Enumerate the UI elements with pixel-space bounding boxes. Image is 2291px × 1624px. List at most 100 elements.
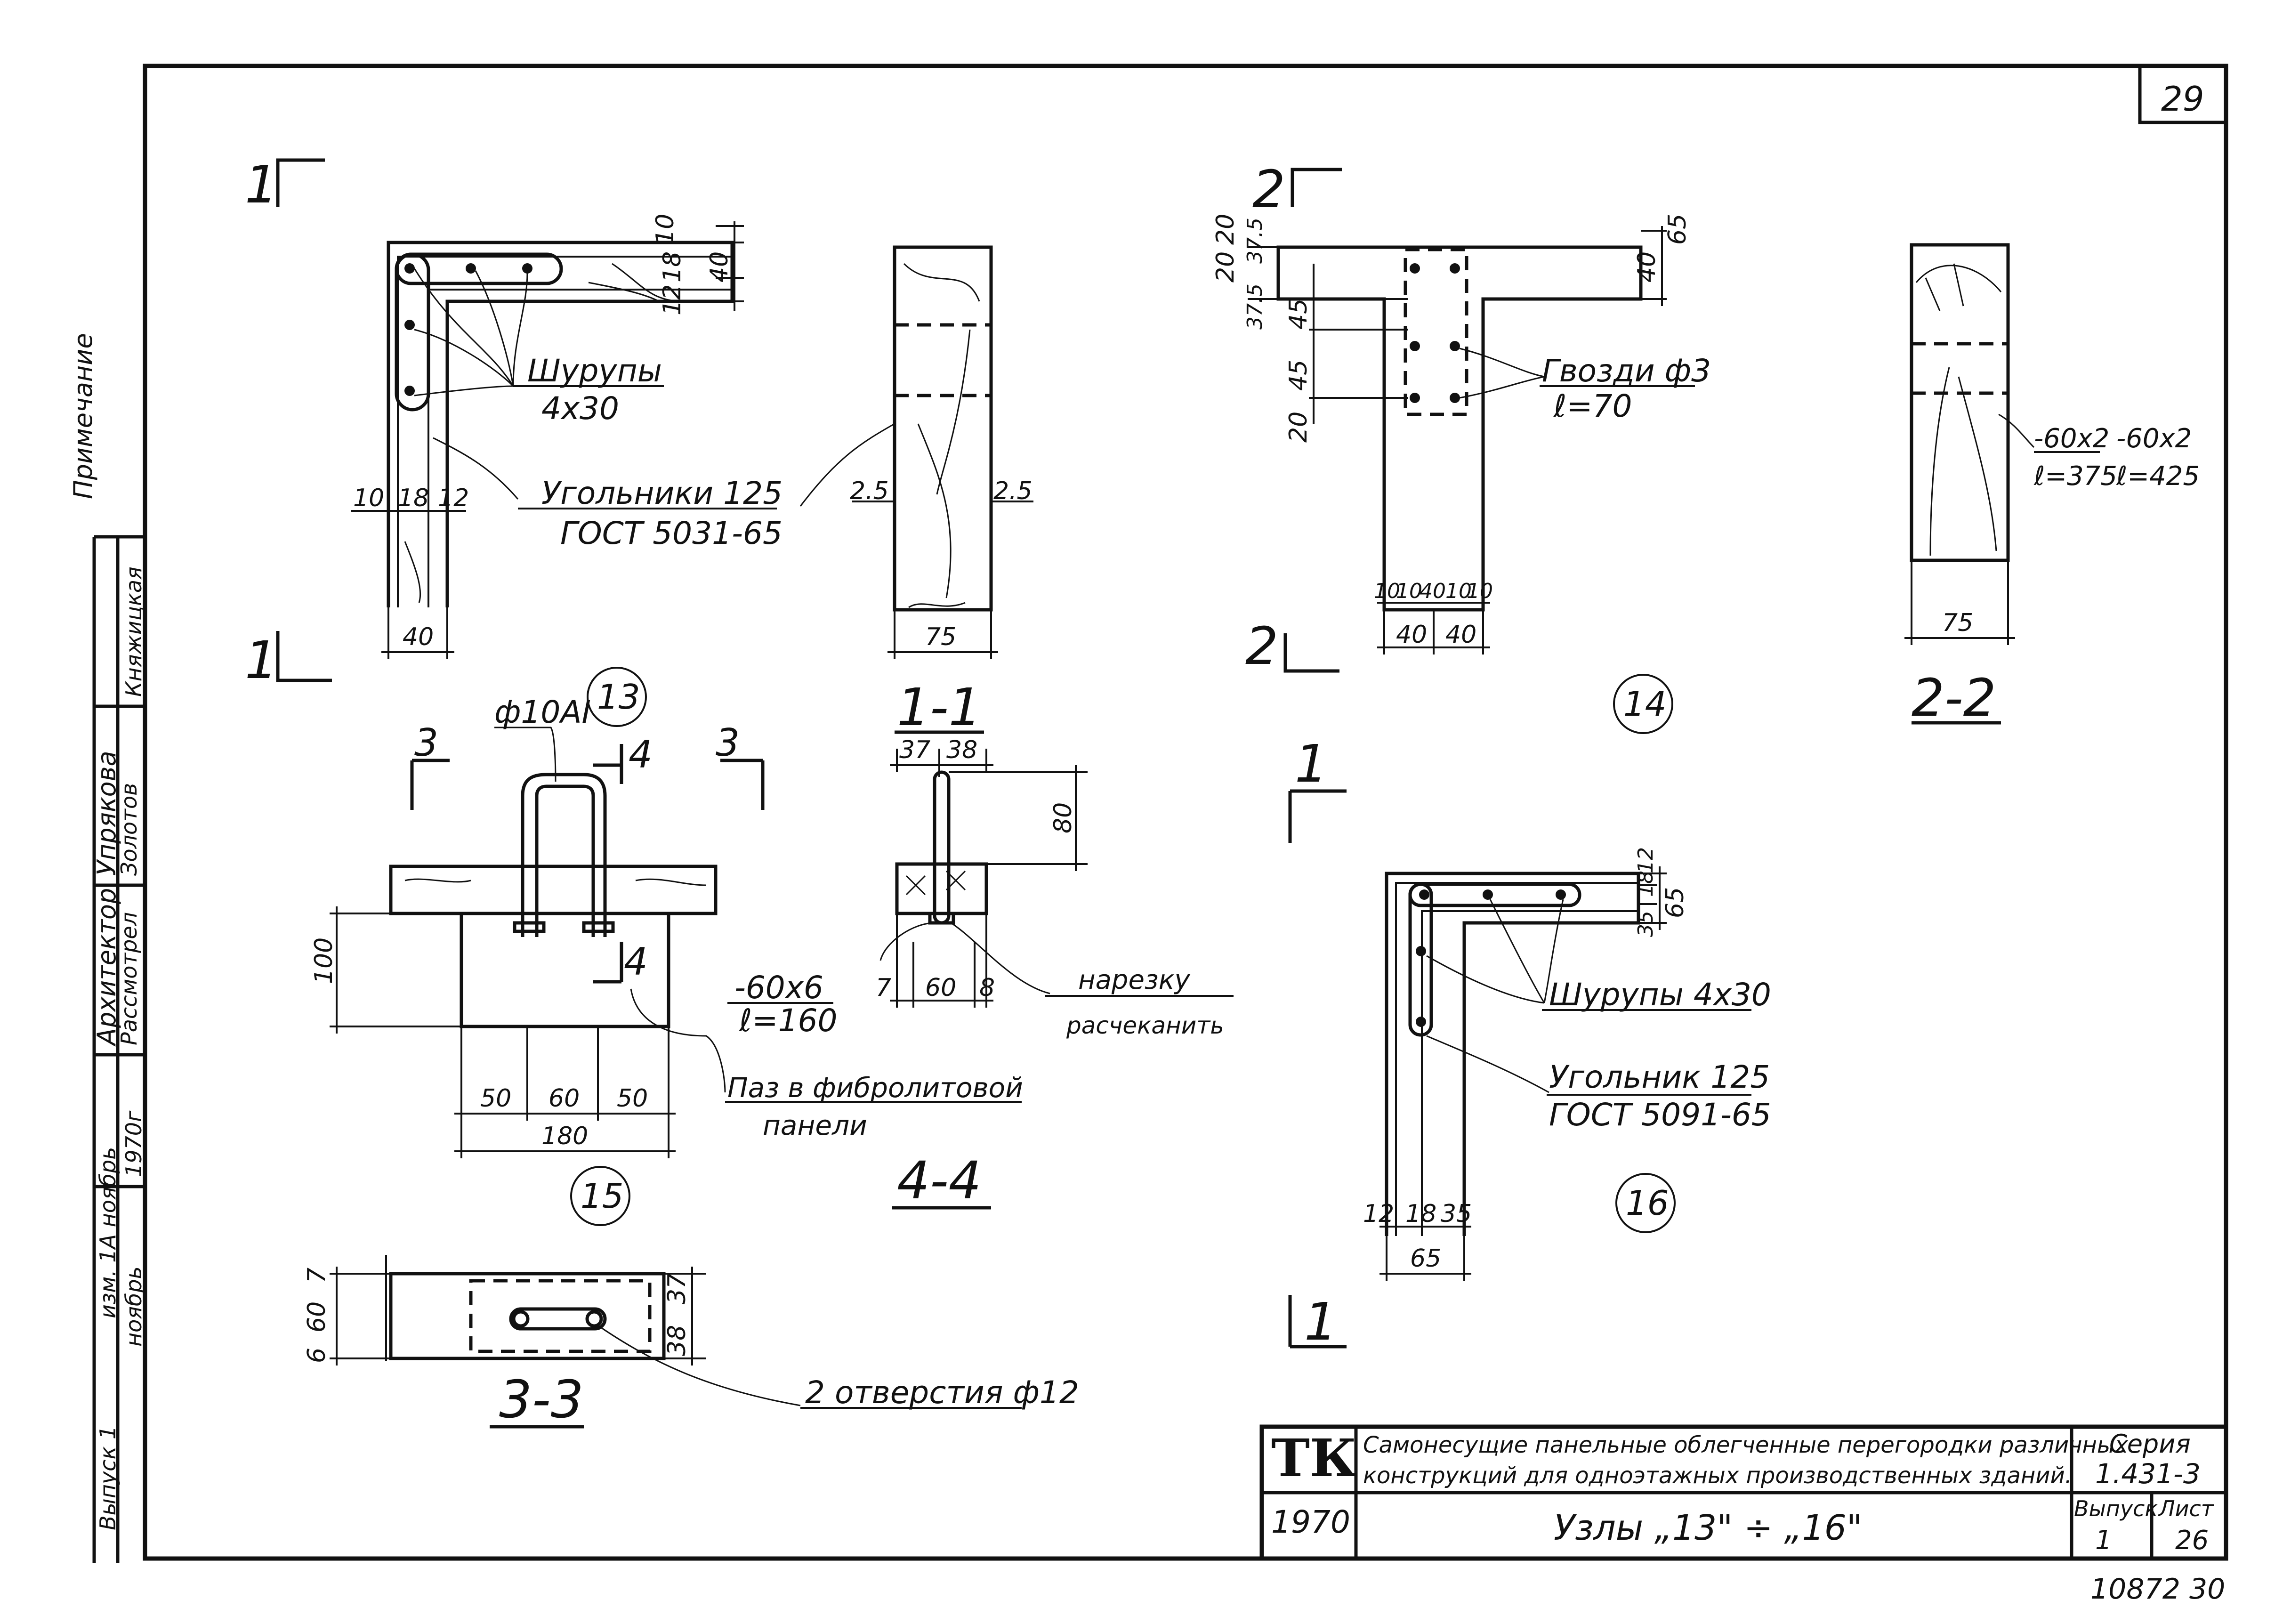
n13-dim-left-12: 12 [438, 484, 469, 512]
n16-angle-gost: ГОСТ 5091-65 [1549, 1097, 1771, 1133]
stamp-name-2: Рассмотрел [116, 912, 142, 1045]
n14-dim-right-65: 65 [1663, 214, 1692, 245]
left-margin-stamp: Примечание Архитектор Рассмотрел Провери… [68, 333, 146, 1563]
title-block: ТК Самонесущие панельные облегченные пер… [1259, 1424, 2228, 1561]
n15-number: 15 [581, 1176, 624, 1216]
n15-sec4-top: 4 [629, 733, 653, 776]
s44-dim-60: 60 [925, 974, 956, 1002]
n14-dim-left-1: 20 [1211, 251, 1240, 283]
n13-dim-top-10: 10 [651, 214, 679, 245]
stamp-name-6: Княжицкая [121, 566, 146, 697]
n14-number: 14 [1623, 684, 1667, 724]
stamp-issue: Выпуск 1 [95, 1426, 121, 1530]
n16-dim-b35: 35 [1441, 1200, 1472, 1228]
n13-section-mark-top: 1 [245, 154, 278, 215]
n14-nails: Гвозди ф3 [1542, 353, 1711, 389]
n14-dim-b7: 40 [1445, 621, 1476, 649]
stamp-name-5: Золотов [116, 783, 142, 876]
tb-issue-value: 1 [2095, 1525, 2112, 1556]
n13-angles: Угольники 125 [541, 475, 782, 511]
s44-thread: нарезку [1078, 965, 1191, 995]
node-15: 3 3 4 ф10AI 4 100 50 60 50 180 -60x6 ℓ=1… [310, 694, 1023, 1226]
n15-dim-50b: 50 [617, 1084, 648, 1113]
sheet-frame [143, 64, 2228, 1561]
n14-dim-b3: 40 [1420, 579, 1446, 603]
n13-angles-gost: ГОСТ 5031-65 [560, 515, 782, 551]
n13-dim-bottom-40: 40 [403, 623, 434, 651]
s11-dim-right: 2.5 [993, 477, 1033, 505]
s33-label: 3-3 [499, 1369, 584, 1430]
s22-strip1: -60x2 [2034, 423, 2109, 454]
n14-dim-left-7: 20 [1284, 412, 1313, 443]
n15-groove: Паз в фибролитовой [727, 1072, 1023, 1104]
s11-dim-left: 2.5 [850, 477, 889, 505]
stamp-name-1: Архитектор [92, 888, 121, 1047]
n16-screws: Шурупы 4x30 [1549, 977, 1771, 1013]
node-13: 1 1 10 18 12 40 Шурупы 4x30 Угольники 12… [245, 154, 782, 727]
s44-dim-7: 7 [876, 974, 891, 1002]
n16-dim-r35: 35 [1634, 911, 1658, 937]
stamp-name-4: Упрякова [92, 751, 121, 876]
n14-dim-left-4: 37.5 [1243, 218, 1267, 264]
n15-strip-l: ℓ=160 [739, 1002, 838, 1039]
tb-year: 1970 [1271, 1504, 1350, 1540]
n16-section-mark-bottom: 1 [1304, 1292, 1337, 1352]
n13-dim-top-40: 40 [705, 251, 734, 283]
tb-series-label: Серия [2109, 1429, 2191, 1459]
n14-dim-left-5: 45 [1284, 299, 1313, 330]
n16-dim-b18: 18 [1405, 1200, 1436, 1228]
s44-dim-37: 37 [899, 736, 930, 764]
stamp-date: ноябрь [121, 1266, 146, 1347]
n15-rod: ф10AI [494, 694, 591, 730]
s22-strip1-l: ℓ=375 [2033, 461, 2117, 492]
node-14: 2 2 Гвозди ф3 ℓ=70 20 20 37.5 37.5 45 45… [1211, 159, 1711, 734]
n15-sec3-left: 3 [414, 721, 438, 765]
n16-dim-65: 65 [1410, 1244, 1441, 1273]
tb-logo: ТК [1271, 1428, 1357, 1488]
s22-label: 2-2 [1912, 668, 1996, 728]
n15-sec3-right: 3 [716, 721, 740, 765]
tb-issue-label: Выпуск [2074, 1496, 2158, 1521]
s33-holes: 2 отверстия ф12 [805, 1374, 1079, 1411]
sheet-number-box: 29 [2138, 66, 2226, 124]
sheet-number: 29 [2161, 79, 2204, 119]
n14-dim-b2: 10 [1396, 579, 1422, 603]
s44-dim-38: 38 [946, 736, 977, 764]
section-4-4: 37 38 80 7 60 8 нарезку расчеканить 4-4 [876, 736, 1234, 1211]
n15-dim-60: 60 [549, 1084, 580, 1113]
section-3-3: 7 60 6 38 37 2 отверстия ф12 3-3 [303, 1255, 1079, 1430]
n15-dim-180: 180 [541, 1122, 588, 1150]
n14-dim-b4: 10 [1445, 579, 1472, 603]
section-2-2: -60x2 ℓ=375 -60x2 ℓ=425 75 2-2 [1904, 243, 2200, 728]
n14-dim-b6: 40 [1396, 621, 1427, 649]
n16-dim-r65: 65 [1661, 887, 1689, 918]
section-1-1: 2.5 2.5 75 1-1 [799, 245, 1033, 737]
s33-dim-7: 7 [303, 1268, 331, 1283]
stamp-year: 1970г [121, 1110, 146, 1177]
n16-section-mark-top: 1 [1295, 734, 1328, 794]
s44-label: 4-4 [897, 1150, 982, 1211]
n15-groove2: панели [763, 1109, 867, 1141]
s33-dim-6: 6 [303, 1348, 331, 1363]
n13-screws: Шурупы [527, 353, 662, 389]
n13-section-mark-bottom: 1 [245, 630, 278, 690]
footer-number: 10872 30 [2090, 1573, 2225, 1606]
n14-dim-left-6: 45 [1284, 360, 1313, 391]
n13-number: 13 [597, 677, 640, 717]
tb-sheet-value: 26 [2175, 1525, 2209, 1556]
s44-dim-80: 80 [1049, 802, 1077, 833]
tb-sheet-label: Лист [2158, 1496, 2214, 1521]
s44-thread2: расчеканить [1066, 1012, 1224, 1039]
s33-dim-38: 38 [663, 1325, 691, 1356]
s22-strip2: -60x2 [2116, 423, 2192, 454]
n16-number: 16 [1626, 1183, 1669, 1223]
s44-dim-8: 8 [979, 974, 995, 1002]
n16-dim-r18: 18 [1634, 871, 1658, 897]
s33-dim-60: 60 [303, 1301, 331, 1333]
n14-dim-left-2: 20 [1211, 214, 1240, 245]
node-16: 1 1 Шурупы 4x30 Угольник 125 ГОСТ 5091-6… [1288, 734, 1771, 1352]
n14-section-mark-bottom: 2 [1245, 616, 1278, 676]
n14-dim-b1: 10 [1374, 579, 1400, 603]
n14-nails-l: ℓ=70 [1553, 388, 1632, 424]
